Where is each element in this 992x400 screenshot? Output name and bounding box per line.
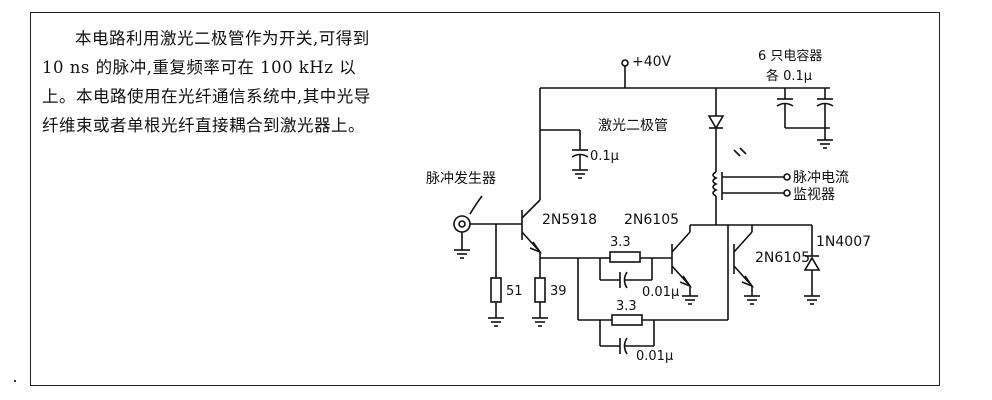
capacitor-bank-label-1: 6 只电容器 [758, 48, 822, 64]
top-rail [539, 87, 830, 200]
supply-label: +40V [632, 54, 672, 70]
bypass-capacitor-label: 0.1μ [590, 149, 619, 164]
margin-dot [14, 380, 16, 382]
current-monitor [712, 171, 791, 225]
bypass-capacitor [540, 129, 589, 179]
laser-diode-label: 激光二极管 [598, 117, 668, 134]
base-network-2 [599, 314, 728, 355]
diode-label: 1N4007 [816, 234, 871, 250]
transistor-q1 [521, 199, 543, 258]
description-text: 本电路利用激光二极管作为开关,可得到 10 ns 的脉冲,重复频率可在 100 … [42, 29, 371, 135]
pulse-generator-input [453, 195, 522, 259]
capacitor-bank-label-2: 各 0.1μ [766, 68, 812, 84]
pulse-current-label: 脉冲电流 [793, 170, 849, 186]
supply-terminal [621, 59, 629, 88]
collector-bus [690, 224, 812, 320]
base-network-1 [599, 251, 672, 289]
pulse-generator-label: 脉冲发生器 [426, 171, 496, 187]
laser-diode [707, 88, 747, 172]
emitter-bus [577, 258, 612, 321]
capacitor-bank [776, 88, 834, 149]
clamp-diode [803, 225, 821, 305]
base-capacitor-1-label: 0.01μ [642, 285, 679, 300]
base-capacitor-2-label: 0.01μ [636, 349, 673, 364]
resistor-51-label: 51 [506, 284, 523, 299]
monitor-label: 监视器 [793, 187, 835, 203]
figure-frame [30, 12, 940, 386]
circuit-description: 本电路利用激光二极管作为开关,可得到 10 ns 的脉冲,重复频率可在 100 … [42, 24, 372, 140]
transistor-q3 [733, 225, 760, 305]
q3-label: 2N6105 [755, 250, 810, 266]
transistor-q2 [671, 225, 698, 305]
resistor-39 [532, 257, 600, 327]
base-resistor-2-label: 3.3 [616, 299, 637, 314]
resistor-51 [488, 224, 504, 327]
resistor-39-label: 39 [550, 284, 567, 299]
q2-label: 2N6105 [624, 212, 679, 228]
base-resistor-1-label: 3.3 [610, 235, 631, 250]
q1-label: 2N5918 [542, 212, 597, 228]
